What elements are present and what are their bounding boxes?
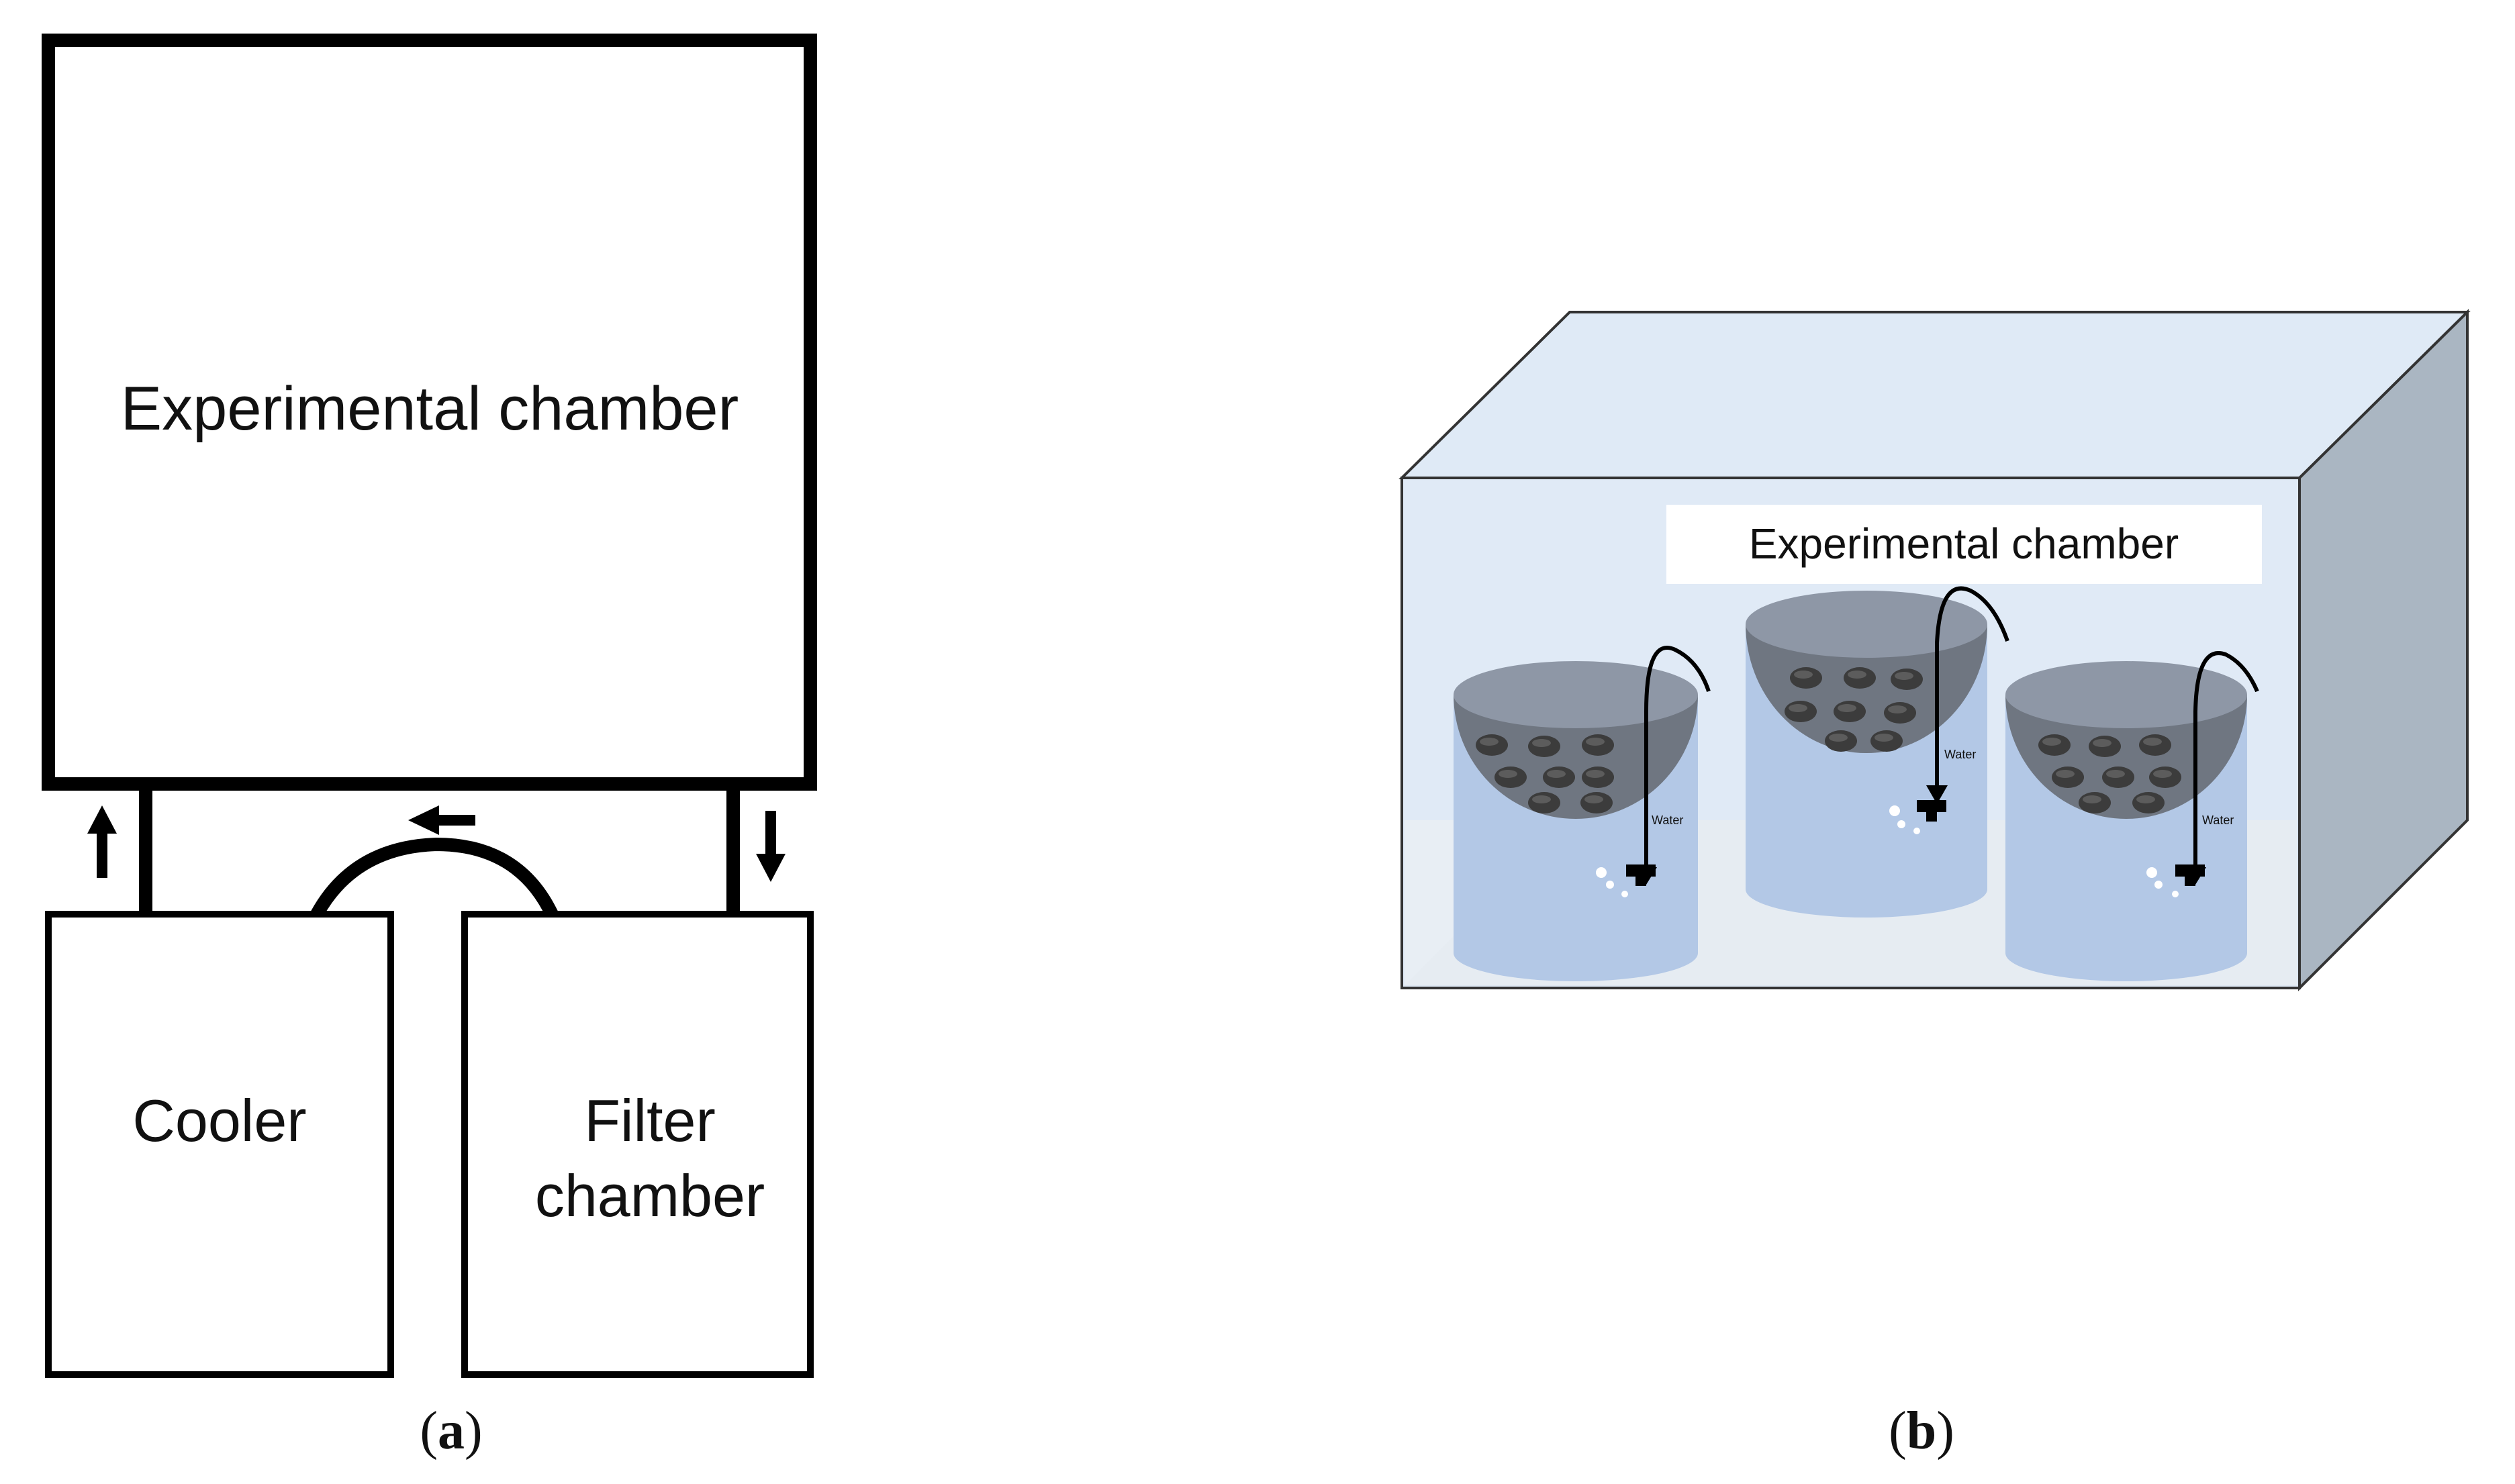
down-arrow-icon bbox=[756, 811, 786, 882]
cooler-box bbox=[45, 911, 394, 1378]
arc-pipe bbox=[311, 837, 559, 918]
caption-b: (b) bbox=[1889, 1401, 1954, 1461]
experimental-chamber-label: Experimental chamber bbox=[121, 375, 739, 443]
caption-a: (a) bbox=[420, 1401, 482, 1461]
panel-b-diagram: Experimental chamber Water bbox=[1398, 309, 2471, 1461]
tank-left: Water bbox=[1454, 646, 1711, 981]
water-label-middle: Water bbox=[1944, 748, 1976, 761]
panel-a-diagram: Experimental chamber Cooler Filter chamb… bbox=[42, 34, 817, 1461]
filter-chamber-box bbox=[461, 911, 814, 1378]
experimental-chamber-label-box bbox=[1666, 505, 2262, 584]
water-label-right: Water bbox=[2202, 813, 2234, 827]
chamber-top-face bbox=[1398, 311, 2471, 479]
tank-middle: Water bbox=[1746, 586, 2009, 918]
tank-right: Water bbox=[2005, 651, 2259, 981]
up-arrow-icon bbox=[87, 805, 117, 878]
filter-chamber-label-line2: chamber bbox=[535, 1163, 765, 1229]
left-arrow-icon bbox=[408, 805, 475, 835]
filter-chamber-label-line1: Filter bbox=[584, 1087, 716, 1154]
experimental-chamber-label-b: Experimental chamber bbox=[1749, 520, 2179, 568]
experimental-chamber-box bbox=[42, 34, 817, 791]
cooler-label: Cooler bbox=[132, 1087, 306, 1154]
water-label-left: Water bbox=[1652, 813, 1683, 827]
